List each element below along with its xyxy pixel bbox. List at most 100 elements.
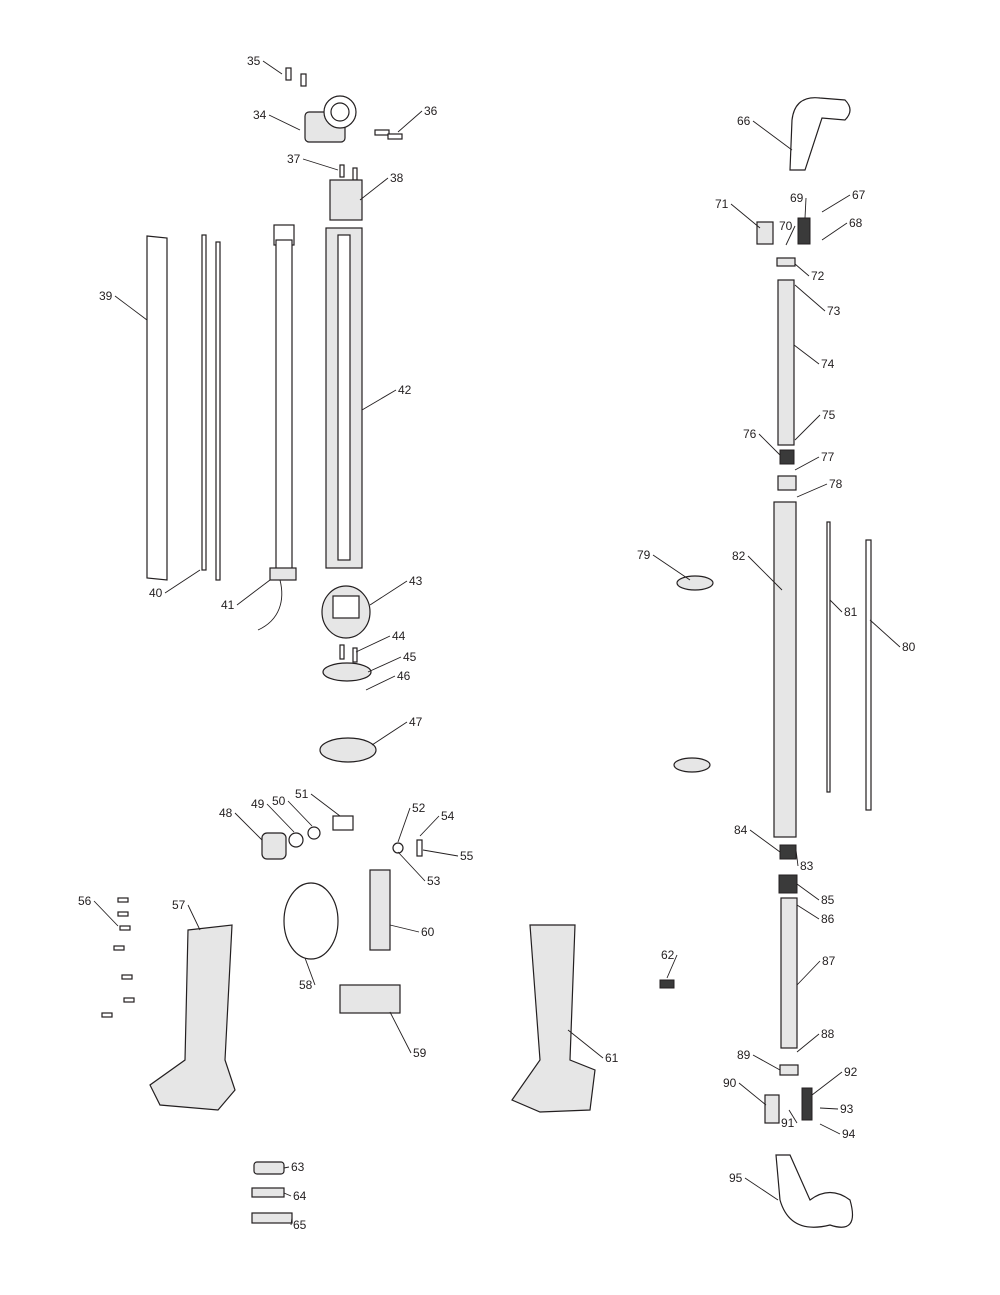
- leader-line-38: [359, 177, 389, 201]
- leader-line-88: [796, 1033, 820, 1053]
- part-label-46: 46: [397, 669, 411, 683]
- leader-line-35: [262, 60, 283, 75]
- leader-line-83: [795, 849, 799, 867]
- part-label-40: 40: [149, 586, 163, 600]
- leader-line-91: [788, 1109, 798, 1124]
- leader-line-65: [290, 1217, 293, 1226]
- housing-left-half: [149, 924, 236, 1111]
- leader-line-92: [811, 1071, 843, 1096]
- main-housing-tube: [325, 227, 363, 569]
- leader-line-34: [268, 114, 301, 131]
- leader-line-57: [187, 904, 201, 931]
- part-label-64: 64: [293, 1189, 307, 1203]
- small-parts-62-65: [251, 979, 675, 1224]
- part-label-77: 77: [821, 450, 835, 464]
- leader-line-58: [304, 957, 316, 986]
- part-label-38: 38: [390, 171, 404, 185]
- part-label-50: 50: [272, 794, 286, 808]
- part-label-65: 65: [293, 1218, 307, 1232]
- part-label-57: 57: [172, 898, 186, 912]
- leader-line-41: [236, 579, 271, 606]
- leader-line-89: [752, 1054, 781, 1071]
- part-label-92: 92: [844, 1065, 858, 1079]
- leader-line-56: [93, 900, 119, 927]
- upper-pole: [673, 217, 872, 1228]
- leader-line-82: [747, 555, 783, 591]
- leader-line-47: [371, 721, 408, 746]
- part-label-43: 43: [409, 574, 423, 588]
- part-label-45: 45: [403, 650, 417, 664]
- leader-line-94: [819, 1123, 841, 1135]
- part-label-55: 55: [460, 849, 474, 863]
- screws-56: [101, 897, 135, 1018]
- part-label-62: 62: [661, 948, 675, 962]
- leader-line-44: [355, 635, 391, 653]
- leader-line-85: [796, 883, 820, 901]
- leader-line-71: [730, 203, 761, 229]
- leader-line-48: [234, 812, 263, 841]
- leader-line-50: [287, 800, 313, 827]
- part-label-48: 48: [219, 806, 233, 820]
- part-label-74: 74: [821, 357, 835, 371]
- leader-line-68: [821, 222, 848, 241]
- part-label-89: 89: [737, 1048, 751, 1062]
- part-label-39: 39: [99, 289, 113, 303]
- part-label-86: 86: [821, 912, 835, 926]
- leader-line-39: [114, 295, 148, 321]
- leader-line-43: [369, 580, 408, 606]
- part-label-82: 82: [732, 549, 746, 563]
- part-label-49: 49: [251, 797, 265, 811]
- leader-line-59: [389, 1011, 412, 1054]
- diffuser-and-rods: [146, 234, 221, 581]
- leader-line-45: [367, 656, 402, 673]
- part-label-91: 91: [781, 1116, 795, 1130]
- part-label-59: 59: [413, 1046, 427, 1060]
- part-label-63: 63: [291, 1160, 305, 1174]
- leader-line-37: [302, 158, 339, 171]
- leader-line-90: [738, 1082, 767, 1106]
- part-label-84: 84: [734, 823, 748, 837]
- part-label-47: 47: [409, 715, 423, 729]
- part-label-53: 53: [427, 874, 441, 888]
- part-label-90: 90: [723, 1076, 737, 1090]
- leader-line-75: [794, 414, 821, 441]
- part-label-72: 72: [811, 269, 825, 283]
- part-label-51: 51: [295, 787, 309, 801]
- leader-line-95: [744, 1177, 779, 1201]
- part-label-80: 80: [902, 640, 916, 654]
- part-label-37: 37: [287, 152, 301, 166]
- part-label-34: 34: [253, 108, 267, 122]
- leader-line-51: [310, 793, 341, 817]
- part-label-60: 60: [421, 925, 435, 939]
- leader-line-87: [796, 960, 821, 986]
- leader-line-63: [283, 1166, 290, 1169]
- leader-line-61: [567, 1029, 604, 1059]
- leader-line-62: [666, 954, 678, 979]
- leader-line-46: [365, 675, 396, 691]
- part-label-73: 73: [827, 304, 841, 318]
- leader-line-52: [397, 807, 411, 843]
- part-label-52: 52: [412, 801, 426, 815]
- handle-top: [789, 97, 851, 171]
- leader-line-77: [794, 456, 820, 471]
- leader-line-76: [758, 433, 781, 456]
- part-label-42: 42: [398, 383, 412, 397]
- part-label-35: 35: [247, 54, 261, 68]
- leader-line-66: [752, 120, 793, 151]
- leader-line-40: [164, 569, 201, 594]
- part-label-44: 44: [392, 629, 406, 643]
- part-label-83: 83: [800, 859, 814, 873]
- part-label-69: 69: [790, 191, 804, 205]
- part-label-66: 66: [737, 114, 751, 128]
- part-label-76: 76: [743, 427, 757, 441]
- leader-line-49: [266, 803, 295, 833]
- part-label-87: 87: [822, 954, 836, 968]
- leader-line-78: [796, 483, 828, 498]
- leader-line-67: [821, 194, 851, 213]
- leader-line-74: [793, 344, 820, 365]
- switch-parts: [261, 815, 423, 1014]
- base-parts: [319, 585, 377, 763]
